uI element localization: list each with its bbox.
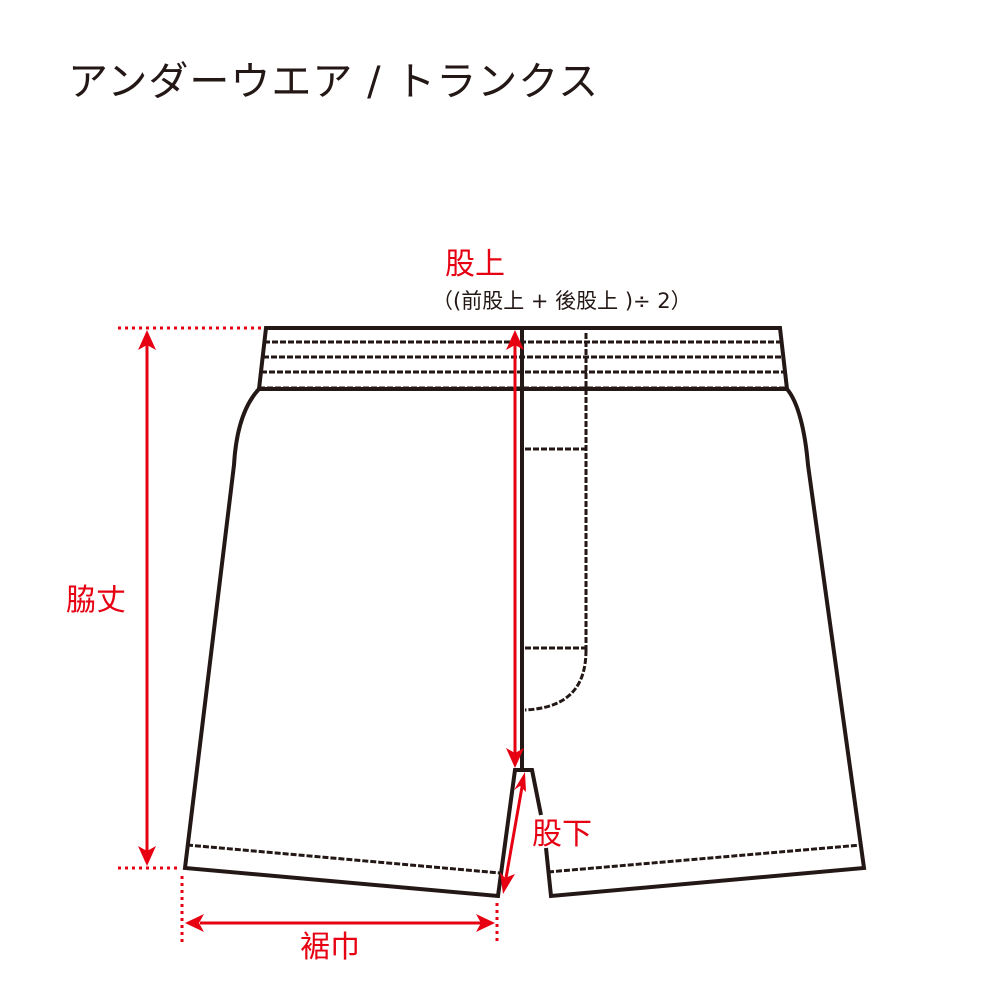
side-length-arrow bbox=[138, 330, 156, 866]
hem-stitching bbox=[186, 843, 862, 875]
rise-formula-label: （(前股上 + 後股上 )÷ 2） bbox=[432, 289, 692, 313]
fly-stitching bbox=[524, 333, 588, 712]
waistband-stitching bbox=[259, 340, 787, 390]
garment-outline bbox=[182, 326, 867, 899]
inseam-label: 股下 bbox=[532, 817, 592, 852]
measure-guides bbox=[118, 326, 499, 944]
right-leg-outline bbox=[544, 387, 867, 899]
right-inner-leg bbox=[522, 768, 543, 816]
hem-width-label: 裾巾 bbox=[300, 930, 360, 965]
left-leg-outline bbox=[182, 328, 524, 899]
page-title: アンダーウエア / トランクス bbox=[68, 59, 600, 105]
side-length-label: 脇丈 bbox=[66, 583, 126, 618]
rise-label: 股上 bbox=[445, 247, 505, 282]
rise-arrow bbox=[506, 330, 524, 768]
hem-width-arrow bbox=[185, 914, 495, 932]
inseam-arrow bbox=[500, 772, 526, 894]
